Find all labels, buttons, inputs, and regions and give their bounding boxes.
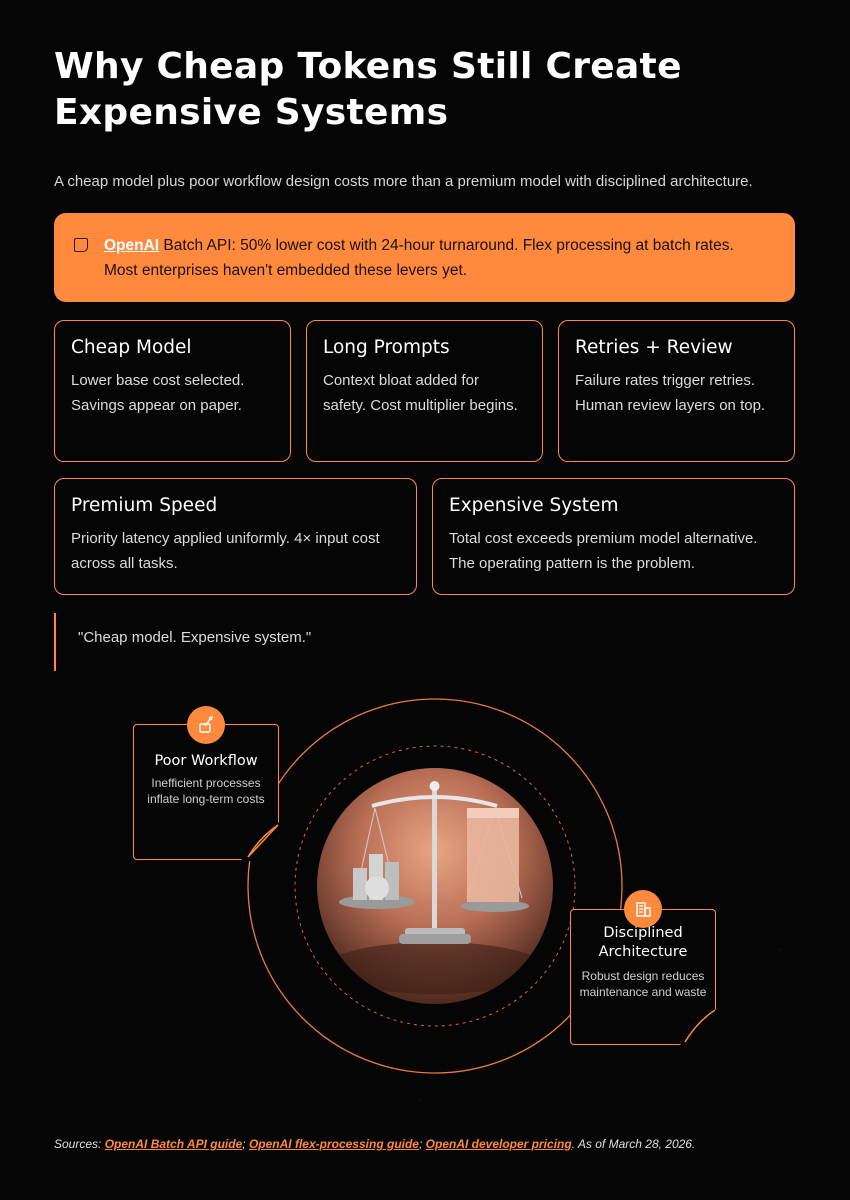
- card-body: Total cost exceeds premium model alterna…: [449, 530, 758, 572]
- balance-scale-image: [317, 768, 553, 1004]
- card-body: Context bloat added for safety. Cost mul…: [323, 372, 518, 414]
- page-subtitle: A cheap model plus poor workflow design …: [54, 173, 753, 190]
- building-icon: [624, 890, 662, 928]
- cost-balance-diagram: Poor Workflow Inefficient processes infl…: [0, 690, 850, 1090]
- callout-text: Batch API: 50% lower cost with 24-hour t…: [104, 237, 734, 279]
- poor-workflow-title: Poor Workflow: [154, 753, 258, 769]
- note-icon: [74, 238, 88, 252]
- card-title: Long Prompts: [323, 337, 450, 358]
- sources-suffix: . As of March 28, 2026.: [571, 1137, 696, 1151]
- balance-scale-icon: [325, 781, 545, 994]
- page-title: Why Cheap Tokens Still Create Expensive …: [54, 46, 682, 133]
- card-title: Premium Speed: [71, 495, 218, 516]
- disciplined-architecture-title: Disciplined Architecture: [598, 925, 688, 960]
- card-retries-review: Retries + Review Failure rates trigger r…: [558, 320, 795, 462]
- openai-link[interactable]: OpenAI: [104, 237, 160, 254]
- sources-prefix: Sources:: [54, 1137, 105, 1151]
- poor-workflow-text: Inefficient processes inflate long-term …: [147, 776, 265, 806]
- pull-quote: "Cheap model. Expensive system.": [54, 613, 454, 671]
- card-expensive-system: Expensive System Total cost exceeds prem…: [432, 478, 795, 595]
- disciplined-architecture-text: Robust design reduces maintenance and wa…: [579, 969, 707, 999]
- batch-api-callout: OpenAI Batch API: 50% lower cost with 24…: [54, 213, 795, 302]
- page-curl-icon: [240, 821, 280, 861]
- card-title: Retries + Review: [575, 337, 733, 358]
- card-body: Lower base cost selected. Savings appear…: [71, 372, 245, 414]
- disciplined-architecture-label: Disciplined Architecture Robust design r…: [570, 909, 717, 1046]
- card-cheap-model: Cheap Model Lower base cost selected. Sa…: [54, 320, 291, 462]
- card-title: Expensive System: [449, 495, 619, 516]
- card-body: Priority latency applied uniformly. 4× i…: [71, 530, 380, 572]
- developer-pricing-link[interactable]: OpenAI developer pricing: [425, 1137, 572, 1151]
- sources-separator: ;: [418, 1137, 426, 1151]
- batch-api-guide-link[interactable]: OpenAI Batch API guide: [104, 1137, 243, 1151]
- diagram-rings: [247, 698, 623, 1074]
- card-title: Cheap Model: [71, 337, 192, 358]
- card-body: Failure rates trigger retries. Human rev…: [575, 372, 766, 414]
- card-premium-speed: Premium Speed Priority latency applied u…: [54, 478, 417, 595]
- page-curl-icon: [679, 1008, 717, 1046]
- card-long-prompts: Long Prompts Context bloat added for saf…: [306, 320, 543, 462]
- flex-processing-guide-link[interactable]: OpenAI flex-processing guide: [248, 1137, 419, 1151]
- sources-footer: Sources: OpenAI Batch API guide; OpenAI …: [54, 1137, 814, 1151]
- poor-workflow-label: Poor Workflow Inefficient processes infl…: [133, 724, 280, 861]
- workflow-icon: [187, 706, 225, 744]
- sources-separator: ;: [242, 1137, 249, 1151]
